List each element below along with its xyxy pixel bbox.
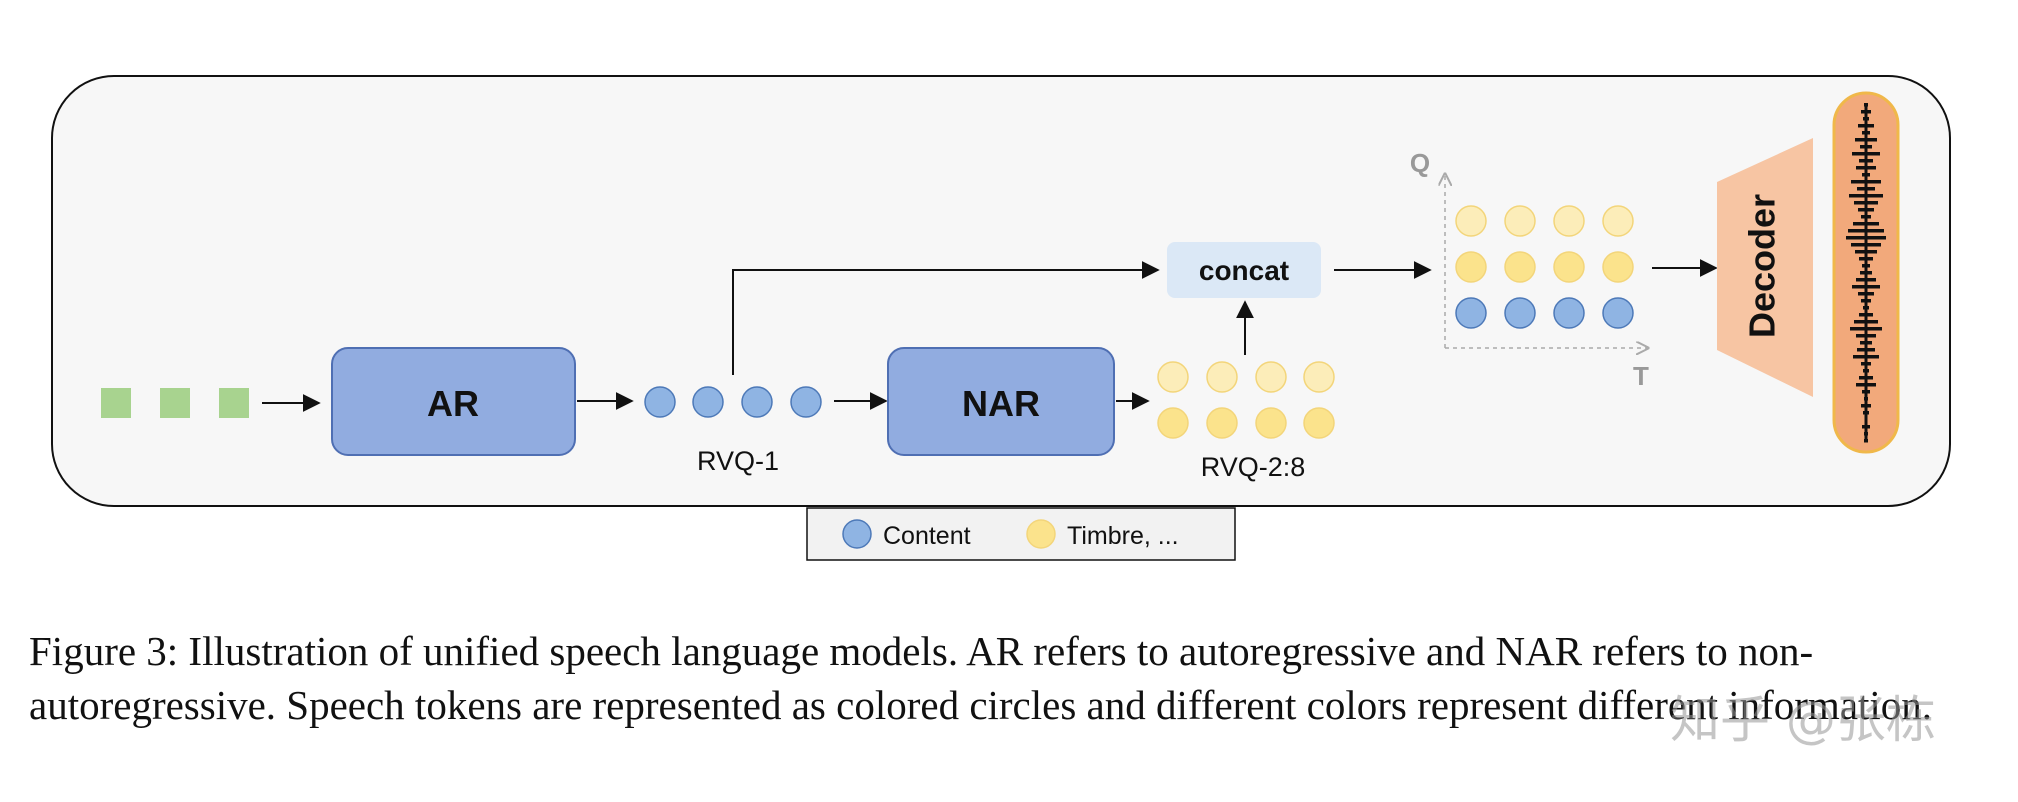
timbre-token-light: [1553, 205, 1585, 237]
rvq28-tokens: [1157, 361, 1335, 439]
timbre-token: [1602, 251, 1634, 283]
timbre-token: [1455, 251, 1487, 283]
timbre-token: [1553, 251, 1585, 283]
t-axis-label: T: [1633, 361, 1649, 391]
timbre-token-light: [1255, 361, 1287, 393]
nar-block: NAR: [887, 347, 1115, 456]
concat-label: concat: [1199, 255, 1289, 286]
input-token: [160, 388, 190, 418]
rvq28-label: RVQ-2:8: [1201, 452, 1306, 482]
rvq1-label: RVQ-1: [697, 446, 779, 476]
content-token: [692, 386, 724, 418]
timbre-token: [1303, 407, 1335, 439]
legend-timbre-label: Timbre, ...: [1067, 522, 1179, 550]
ar-label: AR: [427, 383, 479, 424]
legend-content-swatch: [842, 519, 872, 549]
input-token: [101, 388, 131, 418]
figure-caption: Figure 3: Illustration of unified speech…: [29, 628, 1933, 728]
waveform-spine: [1864, 103, 1868, 442]
content-token: [741, 386, 773, 418]
nar-label: NAR: [962, 383, 1040, 424]
timbre-token-light: [1504, 205, 1536, 237]
timbre-token-light: [1455, 205, 1487, 237]
timbre-token-light: [1602, 205, 1634, 237]
content-token: [644, 386, 676, 418]
content-token: [1504, 297, 1536, 329]
arrow-rvq1-to-concat: [732, 261, 1160, 375]
waveform-icon: [1846, 103, 1886, 443]
input-token: [219, 388, 249, 418]
concat-block: concat: [1167, 242, 1321, 298]
legend-box: [806, 507, 1236, 561]
timbre-token: [1206, 407, 1238, 439]
ar-block: AR: [331, 347, 576, 456]
timbre-token-light: [1157, 361, 1189, 393]
decoder-label: Decoder: [1742, 194, 1783, 338]
timbre-token: [1504, 251, 1536, 283]
timbre-token-light: [1303, 361, 1335, 393]
decoder-block: Decoder: [1717, 138, 1813, 397]
legend: Content Timbre, ...: [806, 507, 1236, 561]
timbre-token: [1255, 407, 1287, 439]
rvq1-tokens: [644, 386, 822, 418]
q-axis-label: Q: [1410, 148, 1430, 178]
content-token: [1602, 297, 1634, 329]
token-grid: Q T: [1410, 148, 1649, 391]
content-token: [1455, 297, 1487, 329]
content-token: [1553, 297, 1585, 329]
watermark: 知乎 @张栋: [1670, 691, 1936, 749]
content-token: [790, 386, 822, 418]
legend-timbre-swatch: [1026, 519, 1056, 549]
waveform-output: [1832, 91, 1900, 454]
input-tokens: [101, 388, 249, 418]
legend-content-label: Content: [883, 522, 971, 550]
timbre-token: [1157, 407, 1189, 439]
timbre-token-light: [1206, 361, 1238, 393]
